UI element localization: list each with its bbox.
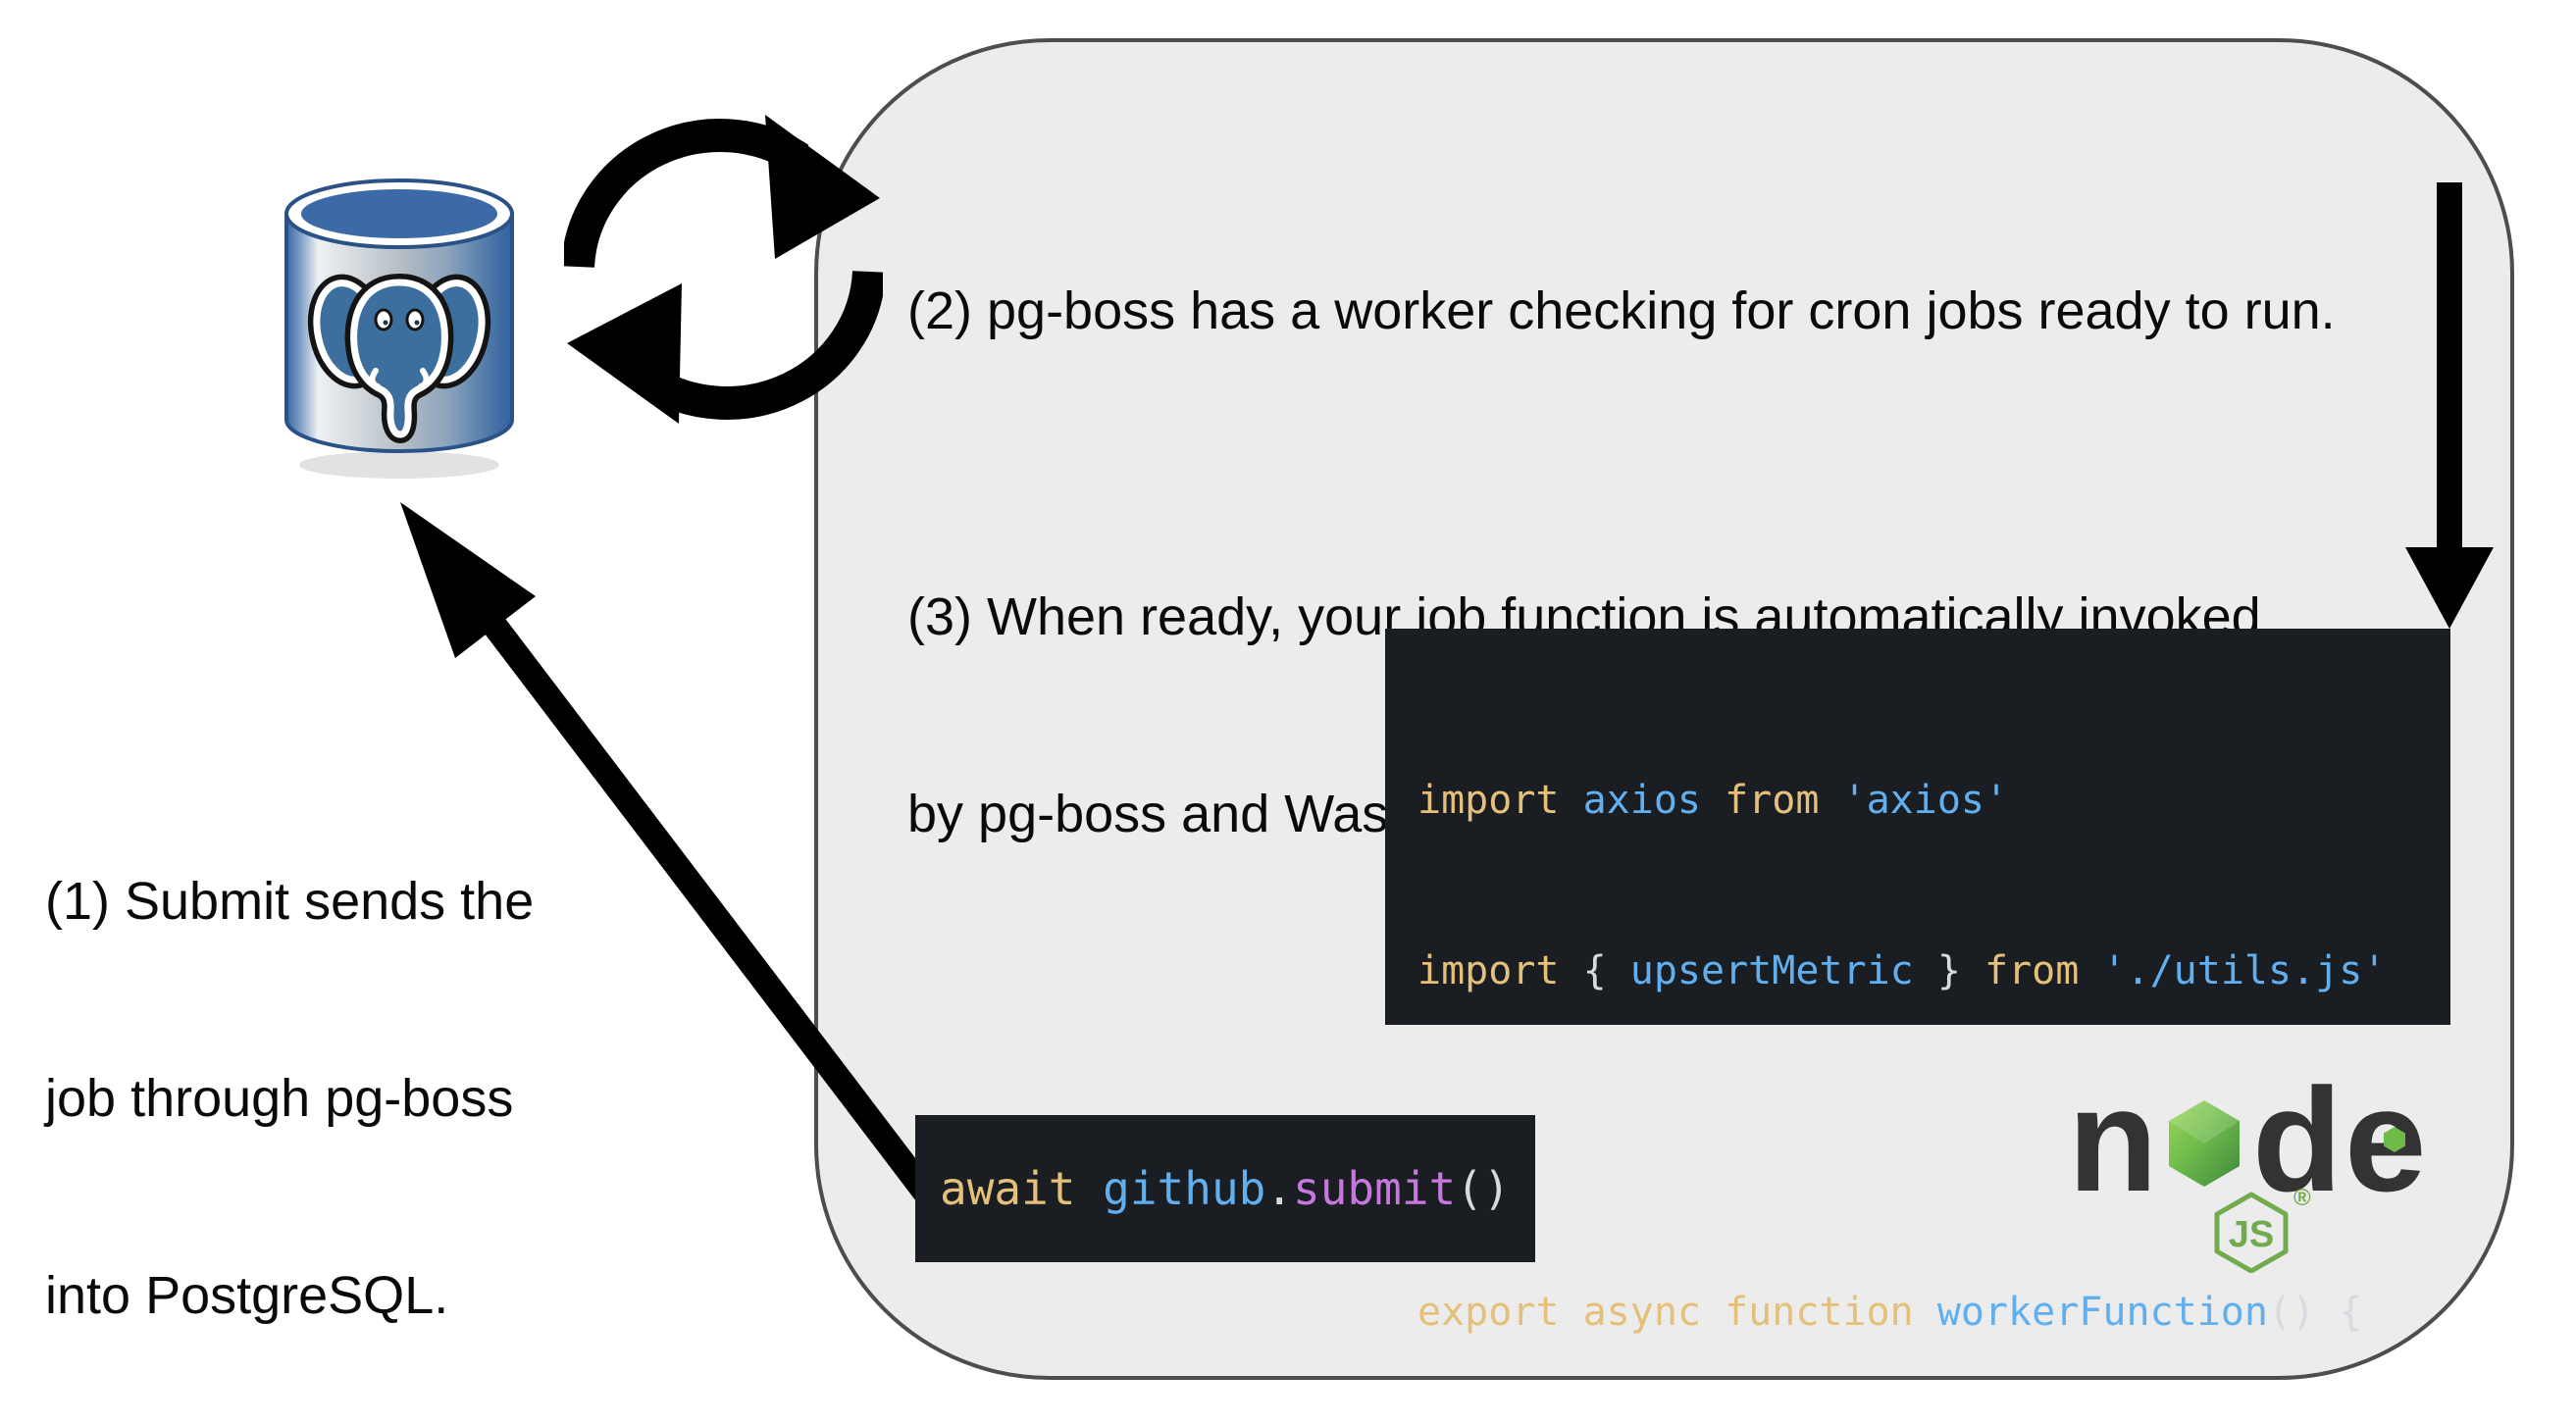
nodejs-js-badge-text: JS [2229,1214,2274,1255]
postgres-elephant-icon [307,274,491,443]
step2-text: (2) pg-boss has a worker checking for cr… [907,281,2336,340]
code-token: () [1456,1162,1511,1215]
code-line: import axios from 'axios' [1417,772,2431,829]
code-token: './utils.js' [2102,948,2387,993]
postgresql-database-icon [284,178,514,479]
nodejs-logo: n d e JS ® [2050,1030,2462,1285]
step2-label: (2) pg-boss has a worker checking for cr… [907,147,2336,476]
cycle-refresh-arrows-icon [564,115,883,424]
down-arrow-shaft [2437,182,2462,553]
nodejs-hexagon-icon [2169,1100,2240,1187]
diagonal-arrow-shaft [485,619,938,1202]
code-token: workerFunction [1936,1290,2268,1335]
code-token: () { [2267,1290,2363,1335]
cylinder-top [301,189,497,238]
code-token: from [1984,948,2103,993]
step1-line3: into PostgreSQL. [45,1266,449,1325]
down-arrow-head [2405,547,2494,629]
diagonal-arrow-icon [400,502,938,1202]
submit-code-block: await github.submit() [915,1115,1535,1262]
code-token: await [940,1162,1104,1215]
code-token: from [1725,778,1843,823]
step1-line2: job through pg-boss [45,1069,514,1128]
code-token: submit [1293,1162,1457,1215]
nodejs-small-hexagon-icon [2384,1127,2405,1152]
nodejs-js-badge-icon: JS [2214,1192,2289,1273]
cycle-top-arc [564,119,809,269]
step1-line1: (1) Submit sends the [45,872,535,931]
code-token: import [1417,778,1583,823]
worker-code-block: import axios from 'axios' import { upser… [1385,629,2450,1335]
code-token: upsertMetric [1629,948,1937,993]
code-token: axios [1582,778,1726,823]
diagonal-arrow-head [400,502,536,658]
code-token: . [1265,1162,1294,1215]
nodejs-letter-d: d [2252,1057,2343,1222]
code-token: export async function [1417,1290,1937,1335]
elephant-eye-right [405,308,425,331]
code-token: } [1936,948,1984,993]
cycle-bottom-arrowhead [567,283,682,424]
code-token: { [1582,948,1630,993]
elephant-tusk-left [369,368,381,389]
code-token: github [1103,1162,1266,1215]
code-line: import { upsertMetric } from './utils.js… [1417,942,2431,999]
nodejs-letter-n: n [2068,1057,2158,1222]
code-token: 'axios' [1842,778,2009,823]
code-token: import [1417,948,1583,993]
cycle-top-arrowhead [765,115,880,259]
down-arrow-icon [2405,182,2494,629]
code-line: export async function workerFunction() { [1417,1284,2431,1341]
step1-label: (1) Submit sends the job through pg-boss… [45,737,534,1424]
elephant-eye-left [374,308,393,331]
elephant-tusk-right [418,368,430,389]
cycle-bottom-arc [638,270,883,420]
registered-trademark-symbol: ® [2293,1185,2311,1211]
cylinder-shadow [299,451,499,479]
